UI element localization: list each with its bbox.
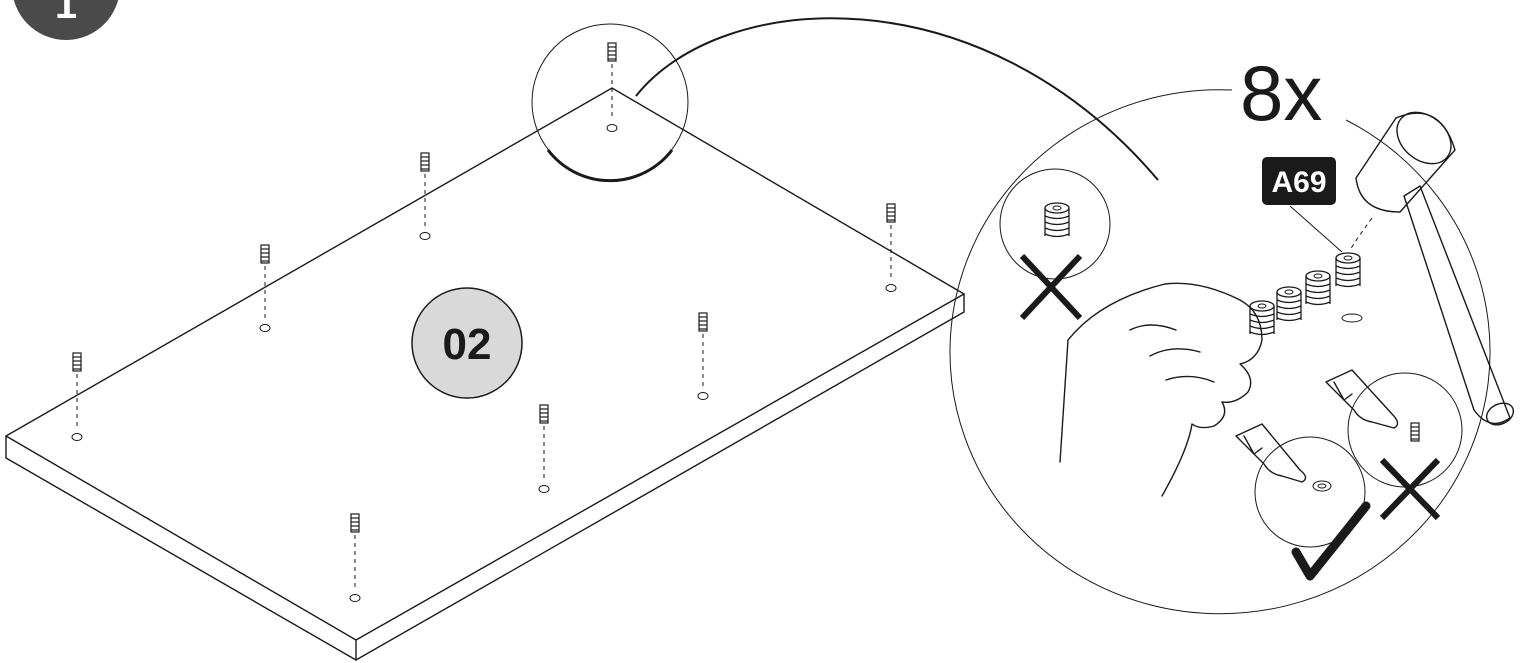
hand-icon	[1060, 283, 1262, 496]
hammer-icon	[1350, 102, 1517, 429]
quantity-label: 8x	[1240, 49, 1322, 137]
inserts-stack	[1250, 253, 1362, 335]
step-number: 1	[55, 0, 77, 27]
dowel-icon	[698, 313, 708, 400]
dowel-icon	[350, 514, 360, 602]
wrong-insert-example	[1000, 169, 1110, 318]
pointing-hand-icon	[1326, 370, 1398, 428]
check-icon	[1296, 506, 1366, 576]
correct-insert-example	[1236, 424, 1366, 576]
dowel-icon	[260, 245, 270, 332]
part-number: 02	[443, 320, 492, 369]
dowel-icon	[539, 405, 549, 493]
cross-icon	[1022, 256, 1080, 318]
dowel-icon	[420, 153, 430, 240]
dowel-icon	[886, 204, 896, 292]
step-badge: 1	[12, 0, 120, 40]
detail-circle	[950, 90, 1490, 614]
zoom-callout	[532, 18, 1158, 180]
part-badge: 02	[412, 288, 522, 398]
dowel-icon	[607, 43, 617, 132]
part-code-text: A69	[1271, 166, 1326, 199]
cross-icon	[1382, 460, 1438, 518]
part-code-tag: A69	[1262, 157, 1342, 252]
protruding-insert-example	[1326, 370, 1462, 518]
